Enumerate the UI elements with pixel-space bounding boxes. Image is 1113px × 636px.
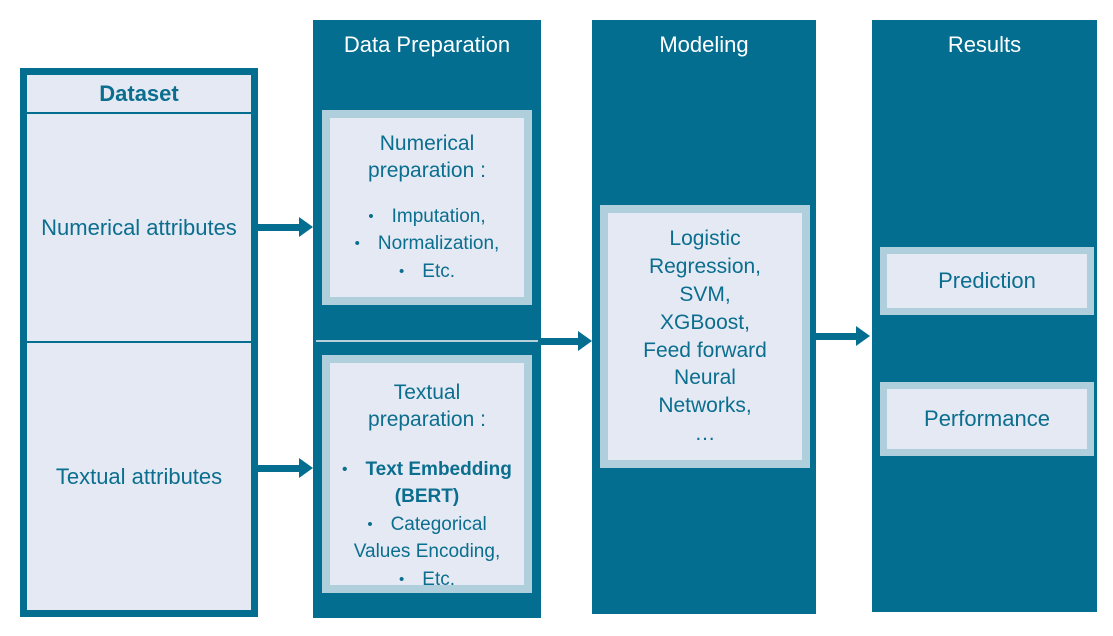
bullet-icon: •: [399, 262, 405, 280]
models-list: Logistic Regression, SVM, XGBoost, Feed …: [643, 226, 767, 446]
dataset-row-textual-attributes: Textual attributes: [55, 463, 223, 489]
numerical-preparation-heading: Numerical preparation :: [368, 132, 486, 183]
bullet-item: • Text Embedding: [330, 456, 524, 484]
bullet-icon: •: [368, 207, 374, 225]
numerical-preparation-bullets: •Imputation, •Normalization, •Etc.: [330, 203, 524, 286]
modeling-title: Modeling: [659, 32, 749, 57]
bullet-text: Imputation,: [391, 205, 486, 227]
arrow-numerical-to-preparation: [257, 224, 301, 231]
prediction-panel: Prediction: [880, 247, 1094, 315]
arrow-head-icon: [578, 331, 592, 351]
bullet-item: • Normalization,: [330, 230, 524, 258]
arrow-head-icon: [299, 458, 313, 478]
arrow-head-icon: [856, 326, 870, 346]
arrow-head-icon: [299, 217, 313, 237]
bullet-item: • Etc.: [330, 566, 524, 594]
models-panel: Logistic Regression, SVM, XGBoost, Feed …: [600, 205, 810, 468]
textual-preparation-panel: Textual preparation : • Text Embedding (B…: [322, 355, 532, 593]
bullet-text: Normalization,: [377, 233, 500, 255]
preparation-divider-line: [316, 340, 538, 342]
textual-preparation-bullets: • Text Embedding (BERT) • Categorical Valu…: [330, 456, 524, 594]
bullet-item: • Categorical: [330, 511, 524, 539]
data-preparation-title: Data Preparation: [343, 32, 511, 57]
bullet-text: Etc.: [422, 568, 455, 590]
data-preparation-column: Data Preparation Numerical preparation :…: [313, 20, 541, 618]
bullet-text: Categorical: [390, 513, 487, 535]
arrow-preparation-to-modeling: [541, 338, 580, 345]
bullet-icon: •: [399, 570, 405, 588]
bullet-icon: •: [354, 235, 360, 253]
results-title: Results: [947, 32, 1022, 57]
textual-preparation-heading: Textual preparation :: [368, 381, 486, 432]
dataset-row-numerical-attributes: Numerical attributes: [27, 114, 251, 343]
results-column: Results Prediction Performance: [872, 20, 1097, 612]
bullet-continuation: (BERT): [394, 486, 460, 508]
bullet-item: • Imputation,: [330, 203, 524, 231]
bullet-item: • Etc.: [330, 258, 524, 286]
bullet-text: Text Embedding: [365, 458, 512, 480]
performance-panel: Performance: [880, 382, 1094, 456]
arrow-textual-to-preparation: [257, 465, 301, 472]
dataset-title: Dataset: [27, 75, 251, 114]
bullet-icon: •: [342, 460, 348, 478]
arrow-modeling-to-results: [816, 333, 858, 340]
modeling-column: Modeling Logistic Regression, SVM, XGBoo…: [592, 20, 816, 614]
bullet-icon: •: [367, 515, 373, 533]
bullet-continuation: Values Encoding,: [353, 541, 501, 563]
bullet-text: Etc.: [422, 260, 455, 282]
numerical-preparation-panel: Numerical preparation : •Imputation, •No…: [322, 110, 532, 305]
dataset-box: Dataset Numerical attributes Textual att…: [20, 68, 258, 617]
